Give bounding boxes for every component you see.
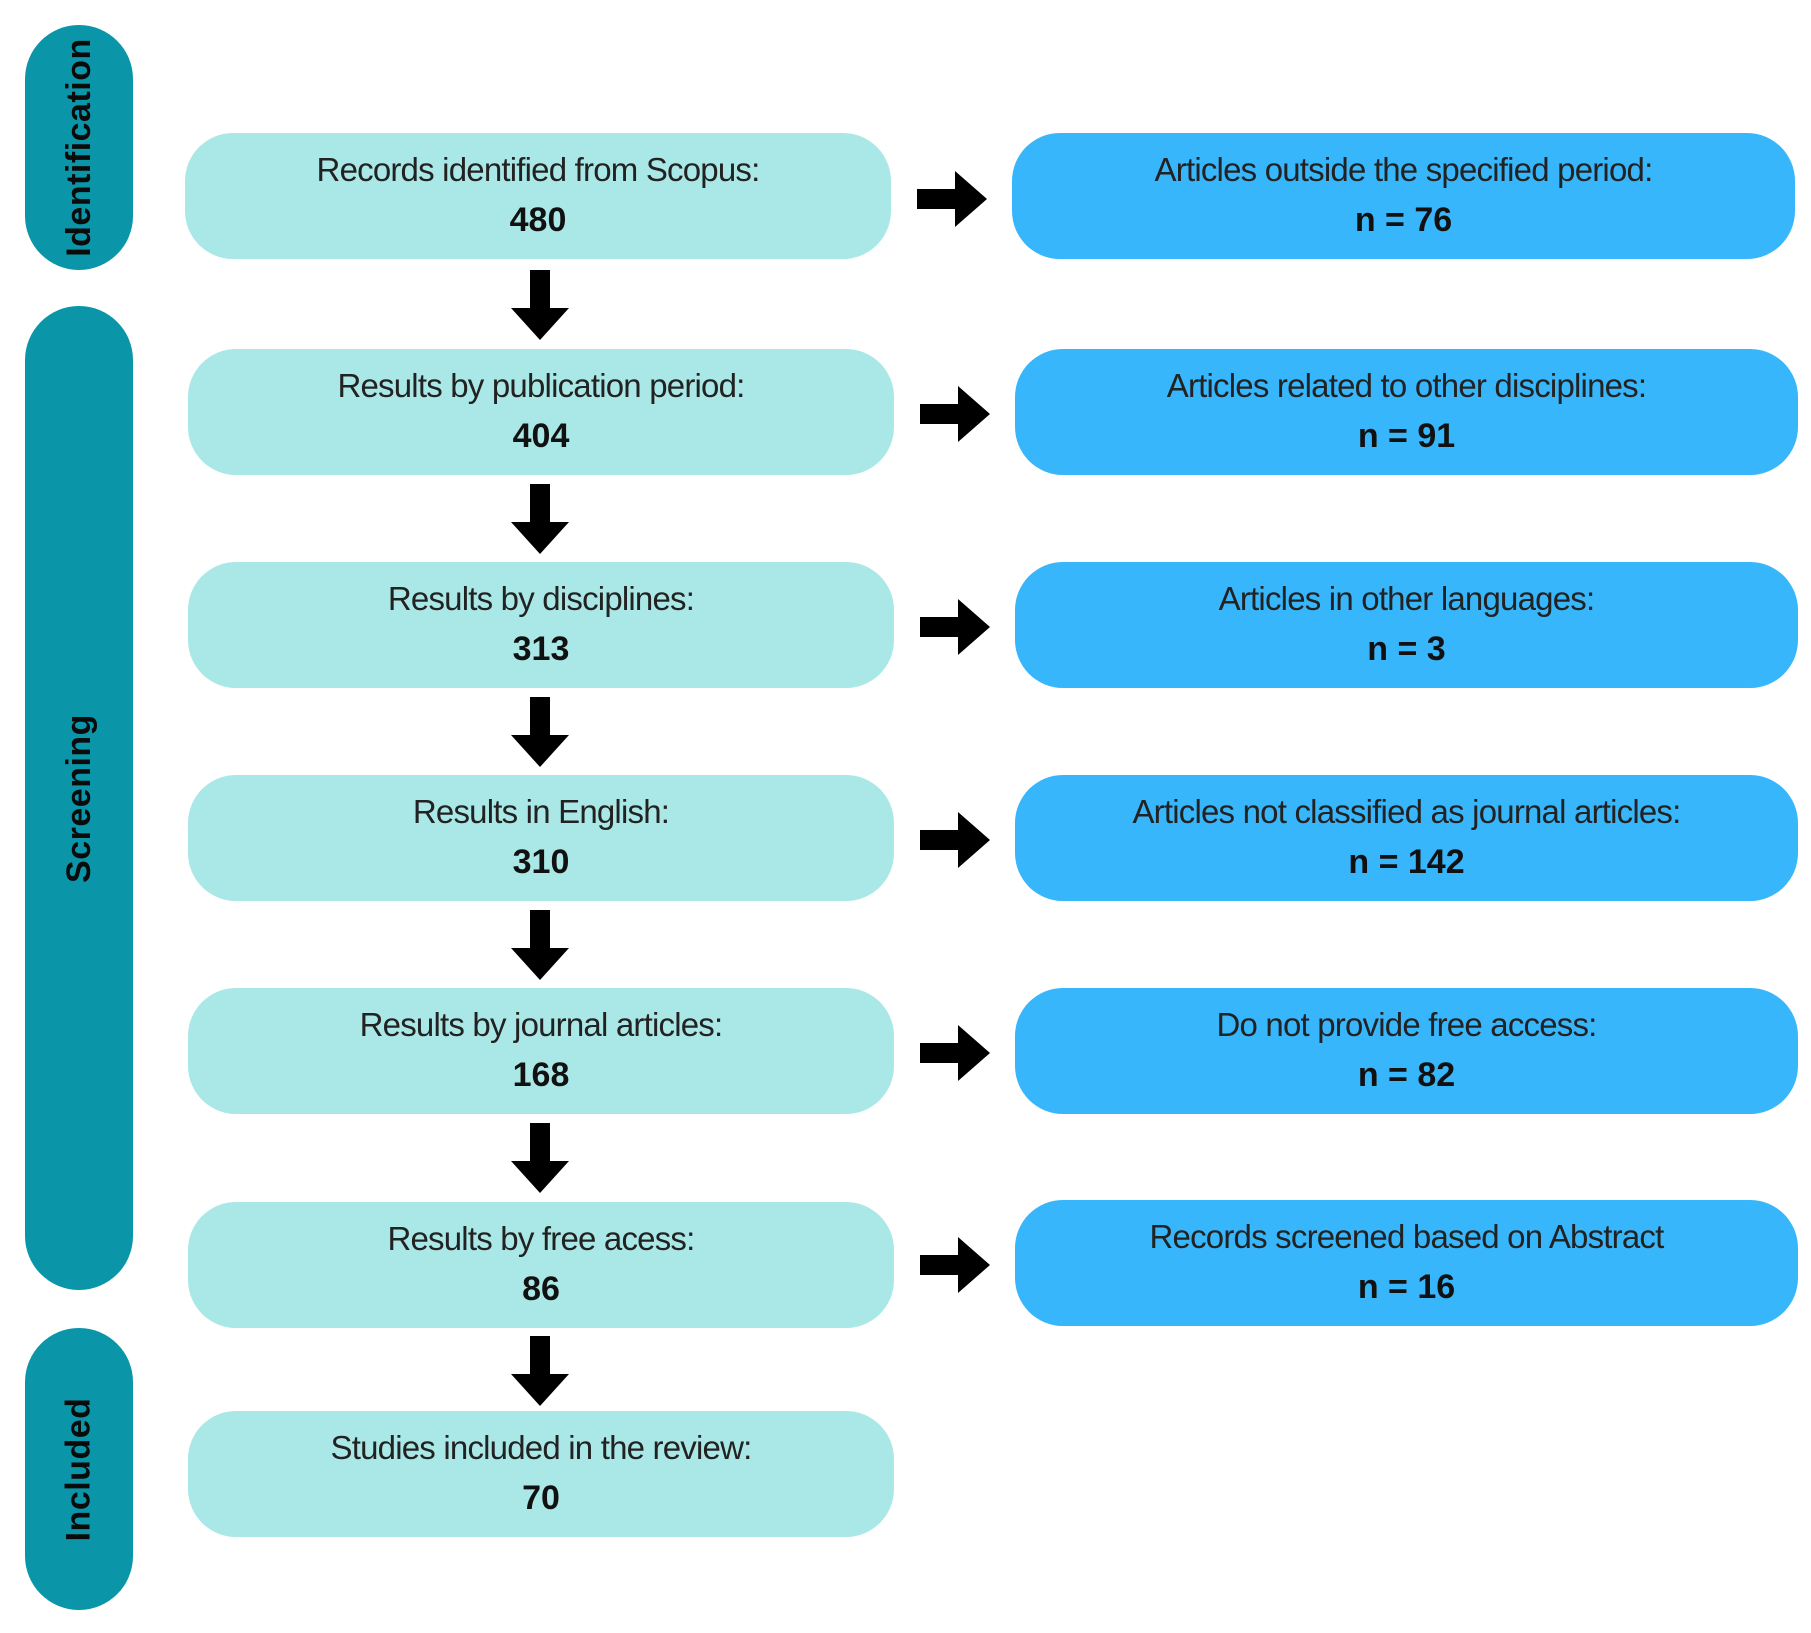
- main-box-value: 70: [522, 1479, 560, 1517]
- main-box-label: Results in English:: [412, 793, 670, 830]
- exclusion-box-disciplines: Articles related to other disciplines: n…: [1015, 349, 1798, 475]
- exclusion-box-value: n = 82: [1357, 1056, 1456, 1094]
- exclusion-box-not-journal: Articles not classified as journal artic…: [1015, 775, 1798, 901]
- exclusion-box-languages: Articles in other languages: n = 3: [1015, 562, 1798, 688]
- main-box-label: Results by free acess:: [387, 1220, 695, 1257]
- exclusion-box-value: n = 16: [1357, 1268, 1456, 1306]
- right-arrow-icon: [920, 599, 990, 655]
- exclusion-box-value: n = 3: [1367, 630, 1446, 668]
- right-arrow-icon: [920, 812, 990, 868]
- exclusion-box-label: Articles outside the specified period:: [1154, 151, 1654, 188]
- main-box-label: Studies included in the review:: [330, 1429, 753, 1466]
- down-arrow-icon: [511, 910, 569, 980]
- main-box-journal-articles: Results by journal articles: 168: [188, 988, 894, 1114]
- exclusion-box-value: n = 142: [1348, 843, 1465, 881]
- main-box-value: 168: [512, 1056, 570, 1094]
- phase-identification-label: Identification: [59, 38, 98, 257]
- main-box-label: Results by publication period:: [337, 367, 745, 404]
- main-box-value: 313: [512, 630, 570, 668]
- right-arrow-icon: [920, 1237, 990, 1293]
- main-box-publication-period: Results by publication period: 404: [188, 349, 894, 475]
- right-arrow-icon: [920, 386, 990, 442]
- down-arrow-icon: [511, 1123, 569, 1193]
- main-box-disciplines: Results by disciplines: 313: [188, 562, 894, 688]
- right-arrow-icon: [920, 1025, 990, 1081]
- main-box-english: Results in English: 310: [188, 775, 894, 901]
- exclusion-box-label: Articles not classified as journal artic…: [1132, 793, 1681, 830]
- exclusion-box-value: n = 76: [1354, 201, 1453, 239]
- main-box-value: 86: [522, 1270, 560, 1308]
- right-arrow-icon: [917, 171, 987, 227]
- main-box-value: 404: [512, 417, 570, 455]
- main-box-label: Results by journal articles:: [359, 1006, 724, 1043]
- exclusion-box-label: Articles related to other disciplines:: [1166, 367, 1647, 404]
- exclusion-box-label: Do not provide free access:: [1216, 1006, 1597, 1043]
- main-box-value: 310: [512, 843, 570, 881]
- main-box-value: 480: [509, 201, 567, 239]
- main-box-free-access: Results by free acess: 86: [188, 1202, 894, 1328]
- exclusion-box-no-free-access: Do not provide free access: n = 82: [1015, 988, 1798, 1114]
- down-arrow-icon: [511, 697, 569, 767]
- exclusion-box-label: Articles in other languages:: [1218, 580, 1595, 617]
- exclusion-box-label: Records screened based on Abstract: [1149, 1218, 1665, 1255]
- exclusion-box-period: Articles outside the specified period: n…: [1012, 133, 1795, 259]
- phase-screening: Screening: [25, 306, 133, 1290]
- down-arrow-icon: [511, 1336, 569, 1406]
- main-box-included-studies: Studies included in the review: 70: [188, 1411, 894, 1537]
- down-arrow-icon: [511, 484, 569, 554]
- down-arrow-icon: [511, 270, 569, 340]
- exclusion-box-abstract: Records screened based on Abstract n = 1…: [1015, 1200, 1798, 1326]
- phase-identification: Identification: [25, 25, 133, 270]
- main-box-label: Results by disciplines:: [387, 580, 695, 617]
- phase-included-label: Included: [59, 1397, 98, 1541]
- phase-included: Included: [25, 1328, 133, 1610]
- phase-screening-label: Screening: [59, 713, 98, 883]
- exclusion-box-value: n = 91: [1357, 417, 1456, 455]
- main-box-label: Records identified from Scopus:: [316, 151, 761, 188]
- main-box-identified: Records identified from Scopus: 480: [185, 133, 891, 259]
